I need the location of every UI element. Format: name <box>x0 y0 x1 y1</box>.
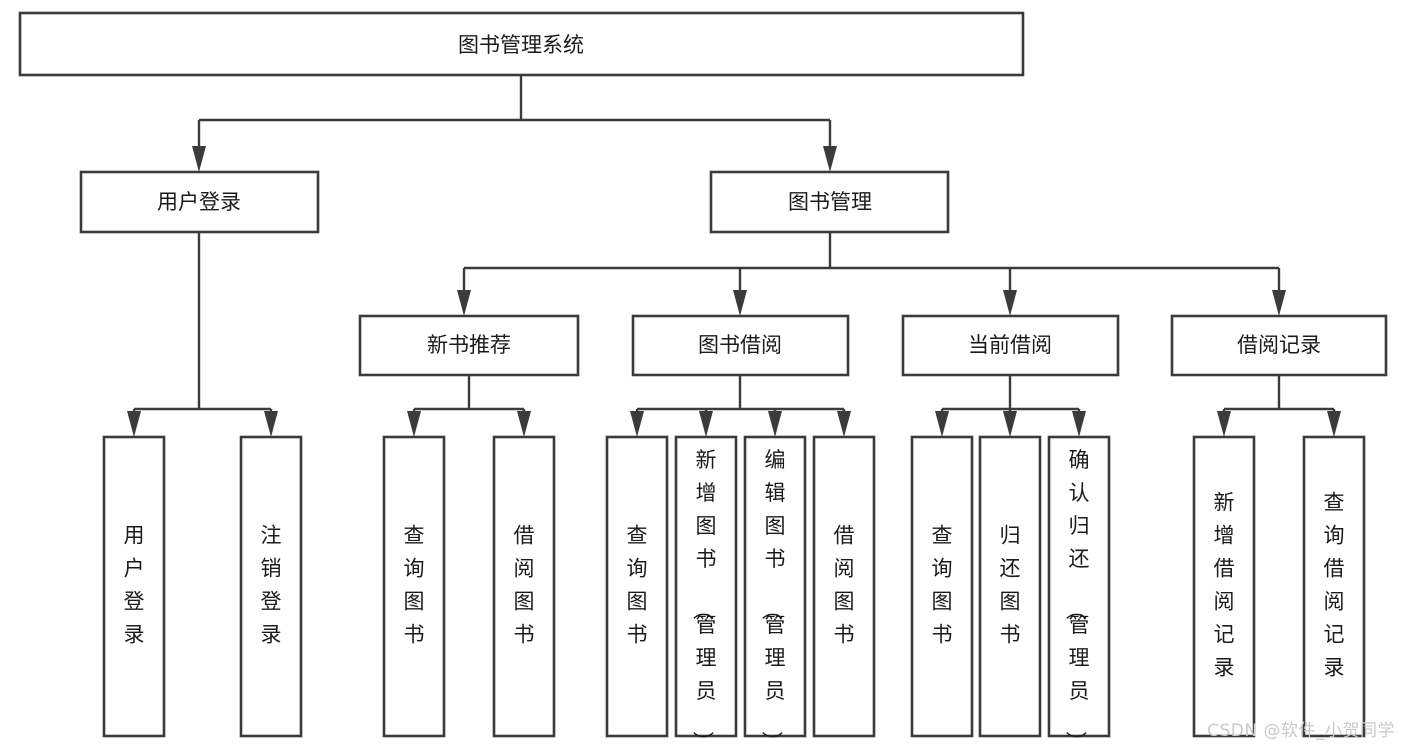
leaf-borrow-query-book-label: 查询图书 <box>627 524 648 647</box>
arrowhead-user-leaf-1 <box>127 411 141 437</box>
arrowhead-borrow-leaf-4 <box>837 411 851 437</box>
arrowhead-to-current-borrow <box>1003 290 1017 316</box>
arrowhead-to-book-manage <box>823 146 837 172</box>
node-user-login[interactable]: 用户登录 <box>79 170 320 234</box>
arrowhead-to-borrow-record <box>1272 290 1286 316</box>
leaf-user-login-login-box[interactable] <box>102 435 166 738</box>
leaf-borrow-add-book-label: 新增图书（管理员） <box>691 448 717 747</box>
arrowhead-current-leaf-2 <box>1003 411 1017 437</box>
leaf-recommend-query-book[interactable]: 查询图书 <box>382 435 446 738</box>
leaf-borrow-edit-book[interactable]: 编辑图书（管理员） <box>743 435 807 747</box>
node-root-box[interactable] <box>18 11 1025 77</box>
leaf-current-return-book-box[interactable] <box>978 435 1042 738</box>
arrowhead-borrow-leaf-2 <box>699 411 713 437</box>
arrowhead-to-book-borrow <box>733 290 747 316</box>
arrowhead-current-leaf-3 <box>1072 411 1086 437</box>
leaf-user-login-login-label: 用户登录 <box>124 524 145 647</box>
node-book-borrow-box[interactable] <box>631 314 850 377</box>
node-borrow-record-label: 借阅记录 <box>1237 333 1321 357</box>
node-borrow-record-box[interactable] <box>1170 314 1388 377</box>
node-current-borrow-label: 当前借阅 <box>968 333 1052 357</box>
leaf-borrow-add-book-box[interactable] <box>674 435 738 738</box>
node-root-label: 图书管理系统 <box>458 33 584 57</box>
connector-group <box>127 75 1341 437</box>
node-user-login-label: 用户登录 <box>157 190 241 214</box>
csdn-watermark: CSDN @软件_小贺同学 <box>1207 721 1395 741</box>
leaf-borrow-borrow-book-label: 借阅图书 <box>834 524 855 647</box>
node-borrow-record[interactable]: 借阅记录 <box>1170 314 1388 377</box>
node-new-book-recommend[interactable]: 新书推荐 <box>358 314 580 377</box>
leaf-record-query-record-box[interactable] <box>1302 435 1366 738</box>
leaf-recommend-borrow-book[interactable]: 借阅图书 <box>492 435 556 738</box>
leaf-current-confirm-return-box[interactable] <box>1047 435 1111 738</box>
arrowhead-borrow-leaf-1 <box>630 411 644 437</box>
leaf-recommend-query-book-label: 查询图书 <box>404 524 425 647</box>
leaf-borrow-add-book[interactable]: 新增图书（管理员） <box>674 435 738 747</box>
node-user-login-box[interactable] <box>79 170 320 234</box>
arrowhead-borrow-leaf-3 <box>768 411 782 437</box>
arrowhead-record-leaf-2 <box>1327 411 1341 437</box>
leaf-record-query-record-label: 查询借阅记录 <box>1324 491 1345 680</box>
leaf-recommend-borrow-book-label: 借阅图书 <box>514 524 535 647</box>
arrowhead-rec-leaf-1 <box>407 411 421 437</box>
leaf-record-add-record-label: 新增借阅记录 <box>1214 491 1235 680</box>
node-book-management-box[interactable] <box>709 170 950 234</box>
arrowhead-to-user-login <box>192 146 206 172</box>
arrowhead-current-leaf-1 <box>935 411 949 437</box>
leaf-current-return-book-label: 归还图书 <box>1000 524 1021 647</box>
leaf-borrow-query-book[interactable]: 查询图书 <box>605 435 669 738</box>
leaf-borrow-borrow-book[interactable]: 借阅图书 <box>812 435 876 738</box>
leaf-user-login-logout-box[interactable] <box>239 435 303 738</box>
node-current-borrow[interactable]: 当前借阅 <box>901 314 1120 377</box>
leaf-current-confirm-return-label: 确认归还（管理员） <box>1064 448 1090 747</box>
leaf-recommend-query-book-box[interactable] <box>382 435 446 738</box>
leaf-current-query-book-label: 查询图书 <box>932 524 953 647</box>
node-book-management-label: 图书管理 <box>788 190 872 214</box>
leaf-record-query-record[interactable]: 查询借阅记录 <box>1302 435 1366 738</box>
node-new-book-recommend-label: 新书推荐 <box>427 333 511 357</box>
node-new-book-recommend-box[interactable] <box>358 314 580 377</box>
leaf-user-login-login[interactable]: 用户登录 <box>102 435 166 738</box>
leaf-borrow-borrow-book-box[interactable] <box>812 435 876 738</box>
leaf-current-return-book[interactable]: 归还图书 <box>978 435 1042 738</box>
node-current-borrow-box[interactable] <box>901 314 1120 377</box>
leaf-record-add-record[interactable]: 新增借阅记录 <box>1192 435 1256 738</box>
leaf-current-query-book[interactable]: 查询图书 <box>910 435 974 738</box>
node-root[interactable]: 图书管理系统 <box>18 11 1025 77</box>
arrowhead-to-new-book-rec <box>457 290 471 316</box>
leaf-user-login-logout-label: 注销登录 <box>261 524 282 647</box>
arrowhead-rec-leaf-2 <box>517 411 531 437</box>
leaf-borrow-edit-book-label: 编辑图书（管理员） <box>760 448 786 747</box>
node-book-borrow-label: 图书借阅 <box>698 333 782 357</box>
leaf-current-confirm-return[interactable]: 确认归还（管理员） <box>1047 435 1111 747</box>
leaf-user-login-logout[interactable]: 注销登录 <box>239 435 303 738</box>
leaf-record-add-record-box[interactable] <box>1192 435 1256 738</box>
leaf-recommend-borrow-book-box[interactable] <box>492 435 556 738</box>
arrowhead-user-leaf-2 <box>264 411 278 437</box>
node-book-borrow[interactable]: 图书借阅 <box>631 314 850 377</box>
leaf-borrow-query-book-box[interactable] <box>605 435 669 738</box>
leaf-current-query-book-box[interactable] <box>910 435 974 738</box>
leaf-borrow-edit-book-box[interactable] <box>743 435 807 738</box>
arrowhead-record-leaf-1 <box>1217 411 1231 437</box>
node-book-management[interactable]: 图书管理 <box>709 170 950 234</box>
